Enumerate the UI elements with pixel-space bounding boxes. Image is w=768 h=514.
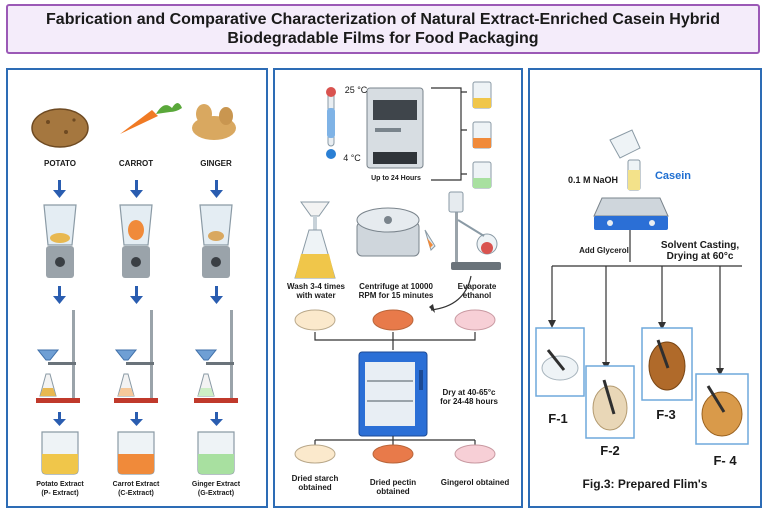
glycerol-label: Add Glycerol (579, 246, 629, 255)
temp-low-label: 4 °C (343, 153, 361, 163)
film-f1-image (535, 327, 585, 397)
extraction-drawing (31, 103, 238, 475)
source-label-carrot: CARROT (118, 159, 154, 168)
potato-icon (31, 108, 89, 148)
oven-icon (358, 351, 428, 437)
gingerol-label: Gingerol obtained (440, 478, 510, 487)
blender-icon (199, 204, 233, 278)
film-f4-image (695, 373, 749, 445)
arrow-heads (548, 320, 724, 376)
centrifuge-icon (356, 207, 436, 257)
sample-beaker-icon (472, 161, 492, 189)
film-label-f2: F-2 (600, 443, 620, 458)
film-preparation-panel: 0.1 M NaOH Casein Add Glycerol Solvent C… (528, 68, 762, 508)
petri-dish-icon (372, 309, 414, 331)
processing-drawing (294, 81, 501, 464)
naoh-label: 0.1 M NaOH (567, 175, 618, 185)
film-label-f3: F-3 (656, 407, 676, 422)
pouring-beaker-icon (609, 129, 641, 159)
filtration-stand-icon (36, 310, 80, 403)
gingerol-dish-icon (454, 444, 496, 464)
funnel-flask-icon (294, 201, 336, 279)
arrows-row-1 (53, 180, 223, 198)
film-f3-image (641, 327, 693, 401)
carrot-icon (120, 103, 182, 134)
figure-title: Fabrication and Comparative Characteriza… (6, 4, 760, 54)
extract-label-potato: Potato Extract(P- Extract) (36, 481, 84, 497)
curved-arrow (430, 275, 472, 311)
blender-icon (119, 204, 153, 278)
extract-label-ginger: Ginger Extract(G-Extract) (191, 481, 241, 497)
duration-label: Up to 24 Hours (371, 175, 421, 182)
arrows-row-3 (53, 412, 223, 426)
rotary-evaporator-icon (448, 191, 501, 270)
temp-high-label: 25 °C (344, 85, 368, 95)
ginger-icon (192, 104, 236, 140)
petri-dish-icon (454, 309, 496, 331)
distribution-lines (551, 230, 742, 370)
arrows-row-2 (53, 286, 223, 304)
casting-label: Solvent Casting,Drying at 60°c (660, 240, 740, 262)
filtration-stand-icon (114, 310, 158, 403)
film-label-f4: F- 4 (713, 453, 737, 468)
blender-icon (43, 204, 77, 278)
source-label-ginger: GINGER (200, 159, 232, 168)
magnetic-stirrer-icon (593, 197, 669, 230)
sample-beaker-icon (472, 121, 492, 149)
beaker-icon (117, 431, 155, 475)
dried-pectin-dish-icon (372, 444, 414, 464)
refrigerator-icon (366, 87, 424, 169)
title-line-2: Biodegradable Films for Food Packaging (227, 30, 539, 47)
extract-label-carrot: Carrot Extract(C-Extract) (112, 481, 160, 497)
processing-panel: 25 °C 4 °C Up to 24 Hours Wash 3-4 times… (273, 68, 523, 508)
dried-starch-dish-icon (294, 444, 336, 464)
film-drawing (535, 129, 749, 445)
bracket-lines (431, 87, 467, 181)
film-label-f1: F-1 (548, 411, 568, 426)
casein-tube-icon (627, 159, 641, 191)
film-f2-image (585, 365, 635, 439)
source-label-potato: POTATO (44, 159, 76, 168)
petri-dish-icon (294, 309, 336, 331)
extraction-panel: POTATO CARROT GINGER Potato Extract(P- E… (6, 68, 268, 508)
arrow-head (429, 304, 435, 313)
join-lines (314, 332, 476, 350)
beaker-icon (197, 431, 235, 475)
figure-caption: Fig.3: Prepared Flim's (582, 477, 708, 491)
title-line-1: Fabrication and Comparative Characteriza… (46, 11, 720, 28)
casein-label: Casein (654, 170, 692, 182)
sample-beaker-icon (472, 81, 492, 109)
thermometer-icon (326, 87, 336, 159)
filtration-stand-icon (194, 310, 238, 403)
split-lines (314, 436, 476, 446)
beaker-icon (41, 431, 79, 475)
